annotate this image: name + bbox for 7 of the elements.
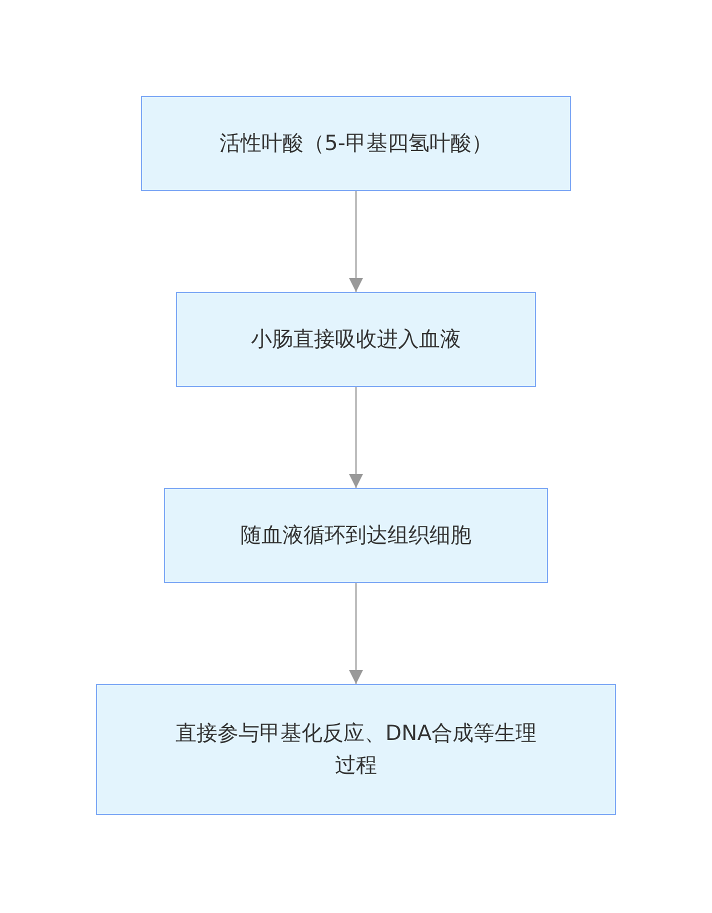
- process-box: 直接参与甲基化反应、DNA合成等生理过程: [96, 684, 616, 815]
- process-box: 小肠直接吸收进入血液: [176, 292, 536, 387]
- arrow: [349, 191, 363, 292]
- process-box: 随血液循环到达组织细胞: [164, 488, 548, 583]
- process-box: 活性叶酸（5-甲基四氢叶酸）: [141, 96, 571, 191]
- arrow: [349, 583, 363, 684]
- arrow: [349, 387, 363, 488]
